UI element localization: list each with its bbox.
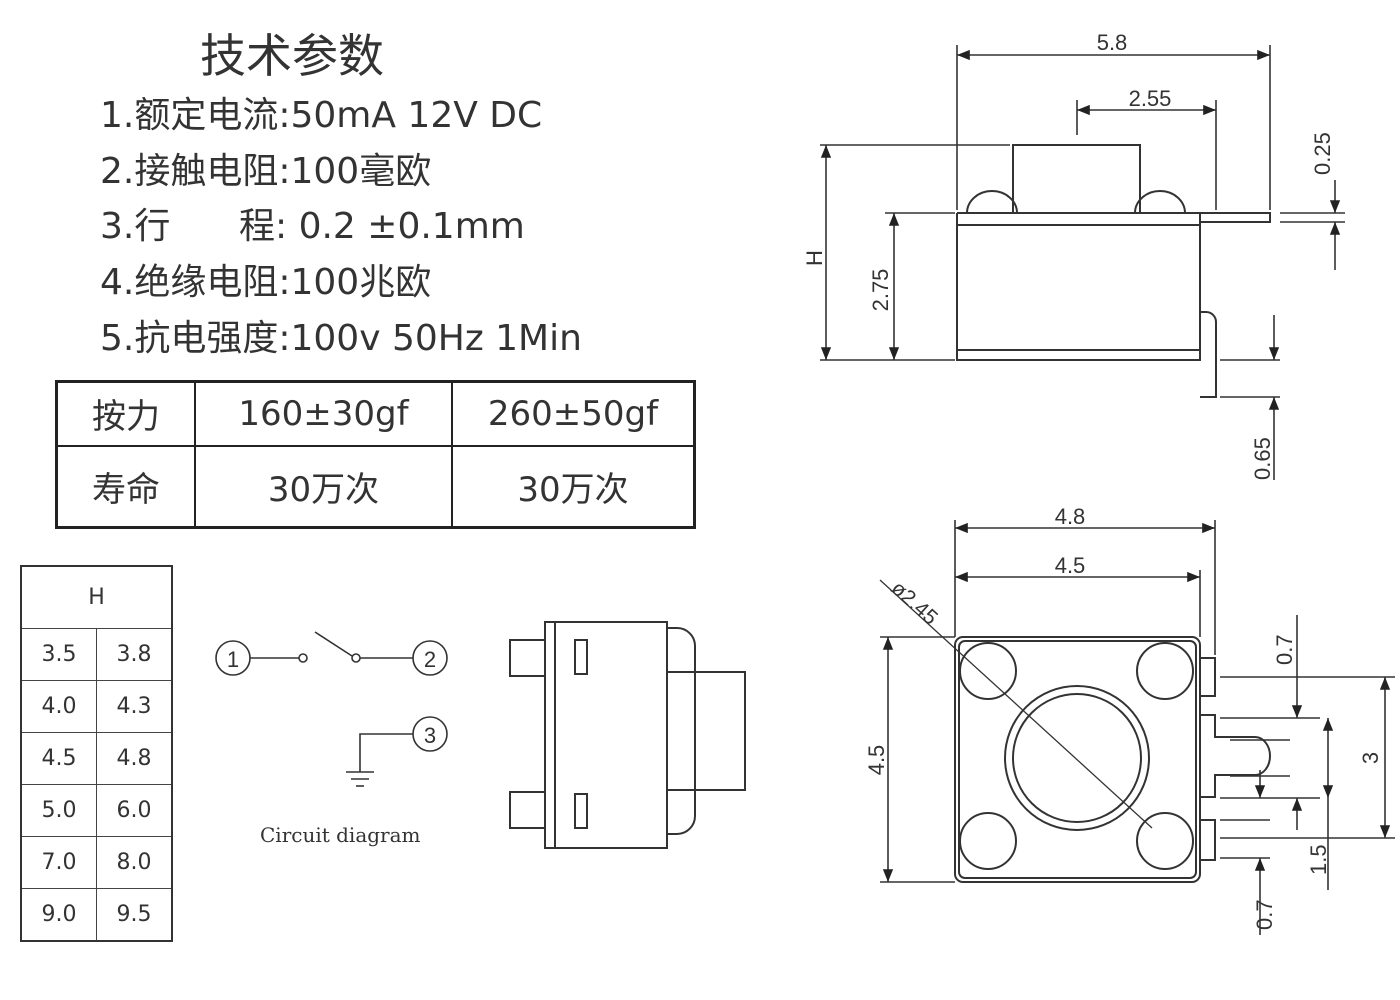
spec-insulation: 4.绝缘电阻:100兆欧 [100,262,432,303]
pin-2-circle [412,640,448,676]
cell: 3.8 [96,627,173,681]
row-label: 按力 [55,380,196,447]
force-life-table: 按力 160±30gf 260±50gf 寿命 30万次 30万次 [55,380,696,529]
dim-lead-0-25: 0.25 [1310,132,1335,175]
page-title: 技术参数 [200,29,384,83]
cell: 30万次 [194,444,453,529]
pad-circle [1136,812,1194,870]
spec-travel: 3.行 程: 0.2 ±0.1mm [100,206,525,247]
dim-body-width-4-5: 4.5 [1055,553,1086,578]
h-header: H [20,565,173,629]
button-outer-circle [1004,685,1150,831]
cell: 6.0 [96,783,173,837]
side-elevation-drawing: 5.8 2.55 0.25 H 2.75 0.65 [802,30,1345,480]
circuit-caption: Circuit diagram [260,823,421,847]
dim-button-2-55: 2.55 [1129,86,1172,111]
dim-body-height-4-5: 4.5 [864,745,889,776]
dim-pitch-3: 3 [1358,752,1383,764]
dim-button-dia-2-45: ø2.45 [887,577,942,630]
spec-contact-resistance: 2.接触电阻:100毫欧 [100,151,432,192]
ground-icon [346,771,374,787]
button-inner-circle [1012,693,1142,823]
side-view-drawing [509,621,746,849]
cell: 30万次 [451,444,696,529]
dim-pad-0-7-top: 0.7 [1272,634,1297,665]
spec-current: 1.额定电流:50mA 12V DC [100,95,543,136]
row-label: 寿命 [55,444,196,529]
pad-circle [959,642,1017,700]
pin-1-label: 1 [227,647,239,672]
dim-gap-1-5: 1.5 [1306,844,1331,875]
dim-body-2-75: 2.75 [868,269,893,312]
dim-height-h: H [802,250,827,266]
cell: 4.3 [96,679,173,733]
switch-contact [314,631,353,657]
table-row: 寿命 30万次 30万次 [55,444,696,529]
dim-width-5-8: 5.8 [1097,30,1128,55]
cell: 3.5 [20,627,97,681]
cell: 4.5 [20,731,97,785]
dim-outer-width-4-8: 4.8 [1055,504,1086,529]
cell: 160±30gf [194,380,453,447]
pin-2-label: 2 [424,647,436,672]
pin-3-label: 3 [424,723,436,748]
pad-circle [1136,642,1194,700]
cell: 4.0 [20,679,97,733]
cell: 9.0 [20,887,97,941]
top-view-drawing: ø2.45 4.8 4.5 4.5 3 0.7 1.5 0.7 [864,504,1395,935]
dim-lead-0-65: 0.65 [1250,437,1275,480]
cell: 8.0 [96,835,173,889]
circuit-diagram: 1 2 3 Circuit diagram [215,631,448,847]
cell: 9.5 [96,887,173,941]
cell: 5.0 [20,783,97,837]
spec-dielectric: 5.抗电强度:100v 50Hz 1Min [100,318,582,359]
dim-pad-0-7-bottom: 0.7 [1252,899,1277,930]
cell: 7.0 [20,835,97,889]
table-row: 按力 160±30gf 260±50gf [55,380,696,447]
cell: 260±50gf [451,380,696,447]
pad-circle [959,812,1017,870]
